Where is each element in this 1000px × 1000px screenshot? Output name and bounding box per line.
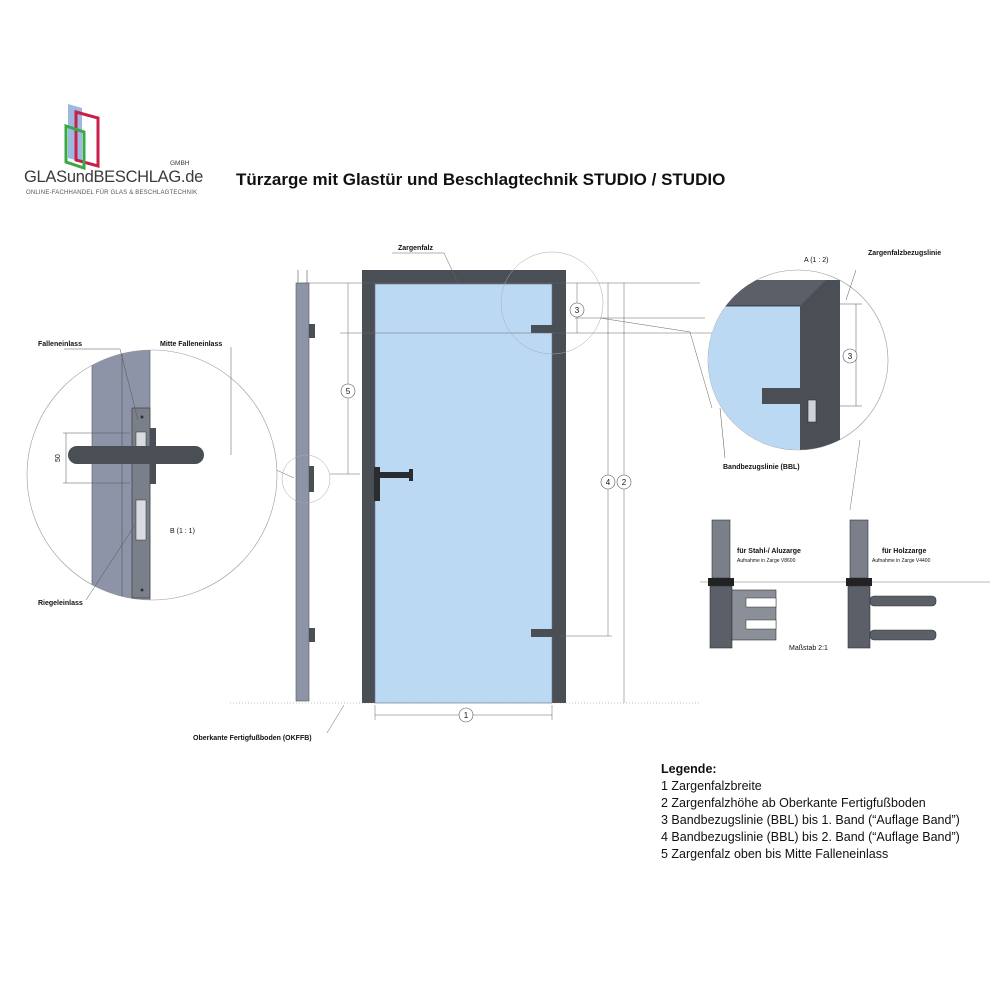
door-handle bbox=[380, 472, 410, 478]
page-title: Türzarge mit Glastür und Beschlagtechnik… bbox=[236, 170, 726, 189]
detail-b-marker bbox=[281, 454, 331, 504]
door-elevation bbox=[362, 270, 566, 704]
legend-item: 2 Zargenfalzhöhe ab Oberkante Fertigfußb… bbox=[661, 796, 926, 810]
detail-a-marker bbox=[500, 251, 604, 355]
steel-hinge-title: für Stahl-/ Aluzarge bbox=[737, 548, 801, 555]
dimension-labels: 5 3 4 2 1 bbox=[340, 302, 632, 723]
glass-panel bbox=[374, 283, 553, 704]
legend-item: 3 Bandbezugslinie (BBL) bis 1. Band (“Au… bbox=[661, 813, 960, 827]
hinge-scale: Maßstab 2:1 bbox=[789, 645, 828, 652]
lever-handle bbox=[68, 446, 204, 464]
detail-b: 50 Falleneinlass Mitte Falleneinlass Rie… bbox=[26, 341, 278, 607]
logo-gmbh: GMBH bbox=[170, 160, 190, 167]
lower-hinge bbox=[531, 629, 553, 637]
falleneinlass-label: Falleneinlass bbox=[38, 341, 82, 348]
zargenfalzbezugslinie-label: Zargenfalzbezugslinie bbox=[868, 250, 941, 257]
legend-item: 5 Zargenfalz oben bis Mitte Falleneinlas… bbox=[661, 847, 889, 861]
bolt-recess bbox=[135, 499, 147, 541]
frame-side-section bbox=[295, 270, 315, 702]
riegeleinlass-label: Riegeleinlass bbox=[38, 600, 83, 607]
legend-item: 1 Zargenfalzbreite bbox=[661, 779, 762, 793]
dim-2-label: 2 bbox=[622, 478, 627, 487]
zargenfalz-label: Zargenfalz bbox=[398, 245, 434, 252]
legend-item: 4 Bandbezugslinie (BBL) bis 2. Band (“Au… bbox=[661, 830, 960, 844]
wood-frame-hinge bbox=[846, 519, 937, 649]
logo-name: GLASundBESCHLAG.de bbox=[24, 168, 203, 186]
dim-5-label: 5 bbox=[346, 387, 351, 396]
detail-a: 3 A (1 : 2) Zargenfalzbezugslinie Bandbe… bbox=[707, 250, 941, 471]
steel-hinge-sub: Aufnahme in Zarge V8600 bbox=[737, 558, 796, 564]
wood-hinge-title: für Holzzarge bbox=[882, 548, 926, 555]
legend-title: Legende: bbox=[661, 762, 717, 776]
detail-a-hinge bbox=[762, 388, 808, 404]
mitte-falleneinlass-label: Mitte Falleneinlass bbox=[160, 341, 222, 348]
floor-label: Oberkante Fertigfußboden (OKFFB) bbox=[193, 735, 312, 742]
dim-3-label: 3 bbox=[575, 306, 580, 315]
detail-a-dim-3: 3 bbox=[848, 352, 853, 361]
detail-a-scale: A (1 : 2) bbox=[804, 257, 829, 264]
steel-frame-hinge bbox=[708, 519, 777, 649]
bandbezugslinie-label: Bandbezugslinie (BBL) bbox=[723, 464, 800, 471]
wood-hinge-sub: Aufnahme in Zarge V4400 bbox=[872, 558, 931, 564]
hinge-details: für Stahl-/ Aluzarge Aufnahme in Zarge V… bbox=[700, 439, 990, 652]
dim-1-label: 1 bbox=[464, 711, 469, 720]
door-lock bbox=[374, 467, 380, 501]
legend: Legende: 1 Zargenfalzbreite 2 Zargenfalz… bbox=[661, 761, 991, 863]
logo-icon bbox=[64, 104, 100, 170]
upper-hinge bbox=[531, 325, 553, 333]
dim-50-label: 50 bbox=[55, 454, 62, 462]
detail-b-scale: B (1 : 1) bbox=[170, 528, 195, 535]
dim-4-label: 4 bbox=[606, 478, 611, 487]
frame-side-profile bbox=[295, 282, 310, 702]
logo-tagline: ONLINE-FACHHANDEL FÜR GLAS & BESCHLAGTEC… bbox=[26, 190, 198, 196]
